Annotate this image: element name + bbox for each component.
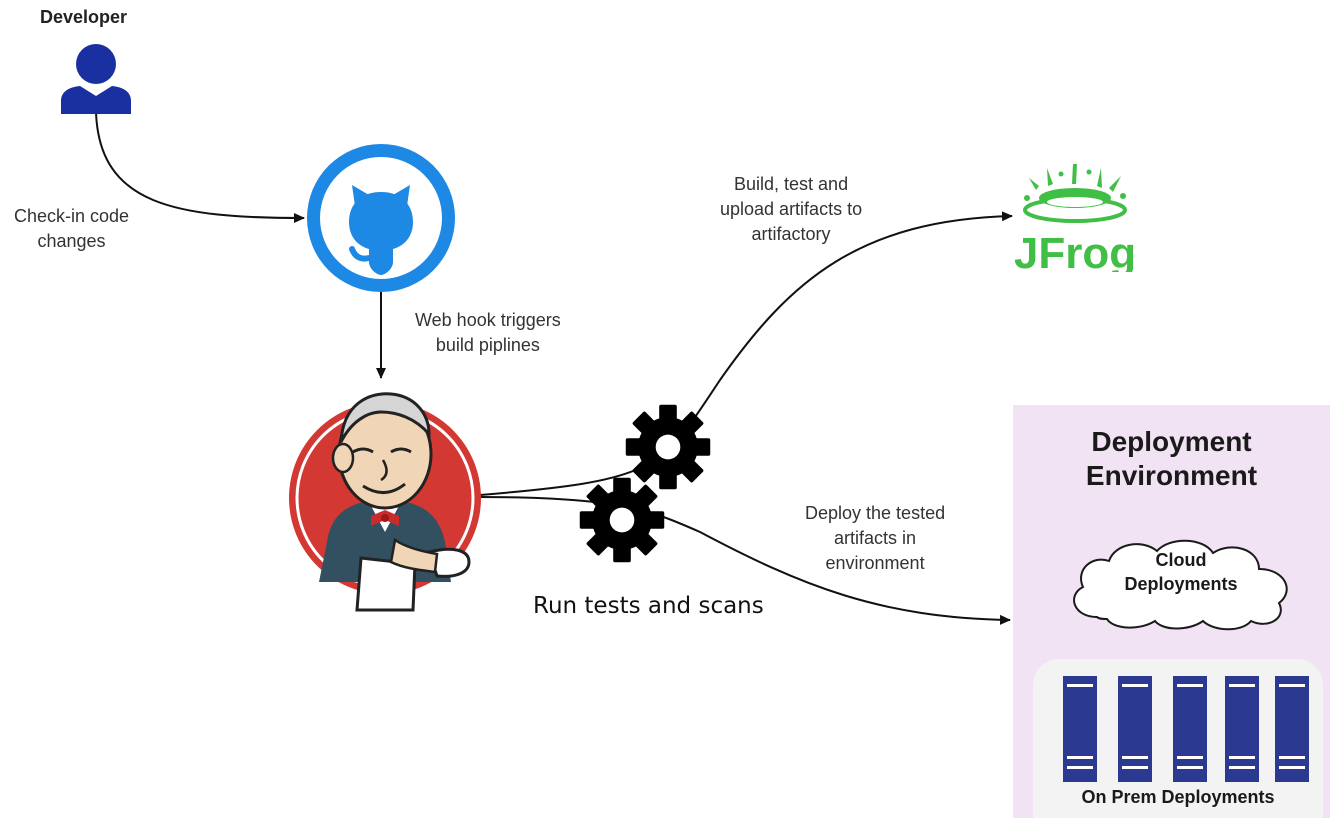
deploy-label: Deploy the tested artifacts in environme… <box>805 503 946 573</box>
arrow-developer-to-github <box>95 112 305 223</box>
server-rack-icons <box>1063 676 1309 782</box>
arrow-jenkins-to-deployment <box>479 496 1011 625</box>
deployment-environment-panel: Deployment Environment Cloud Deployments <box>1013 405 1330 818</box>
on-prem-deployments-label: On Prem Deployments <box>1081 787 1275 807</box>
arrow-jenkins-to-jfrog <box>479 211 1013 496</box>
on-prem-box: On Prem Deployments <box>1033 659 1323 818</box>
developer-title: Developer <box>40 7 128 27</box>
server-icon <box>1063 676 1097 782</box>
server-icon <box>1173 676 1207 782</box>
gear-icon <box>579 477 665 563</box>
cloud-icon <box>1073 539 1288 631</box>
checkin-label: Check-in code changes <box>14 206 130 251</box>
user-icon <box>61 44 131 114</box>
build-upload-label: Build, test and upload artifacts to arti… <box>720 174 863 244</box>
github-octocat-icon <box>307 144 455 292</box>
deployment-title: Deployment Environment <box>1085 426 1258 491</box>
cloud-deployments-label: Cloud Deployments <box>1124 550 1238 594</box>
jfrog-wordmark: JFrog <box>1015 229 1135 272</box>
webhook-label: Web hook triggers build piplines <box>415 310 561 355</box>
server-icon <box>1118 676 1152 782</box>
run-tests-label: Run tests and scans <box>533 593 764 619</box>
server-icon <box>1275 676 1309 782</box>
jenkins-butler-icon <box>289 392 481 612</box>
gear-icon <box>625 404 711 490</box>
jfrog-logo: JFrog <box>1015 164 1135 272</box>
server-icon <box>1225 676 1259 782</box>
